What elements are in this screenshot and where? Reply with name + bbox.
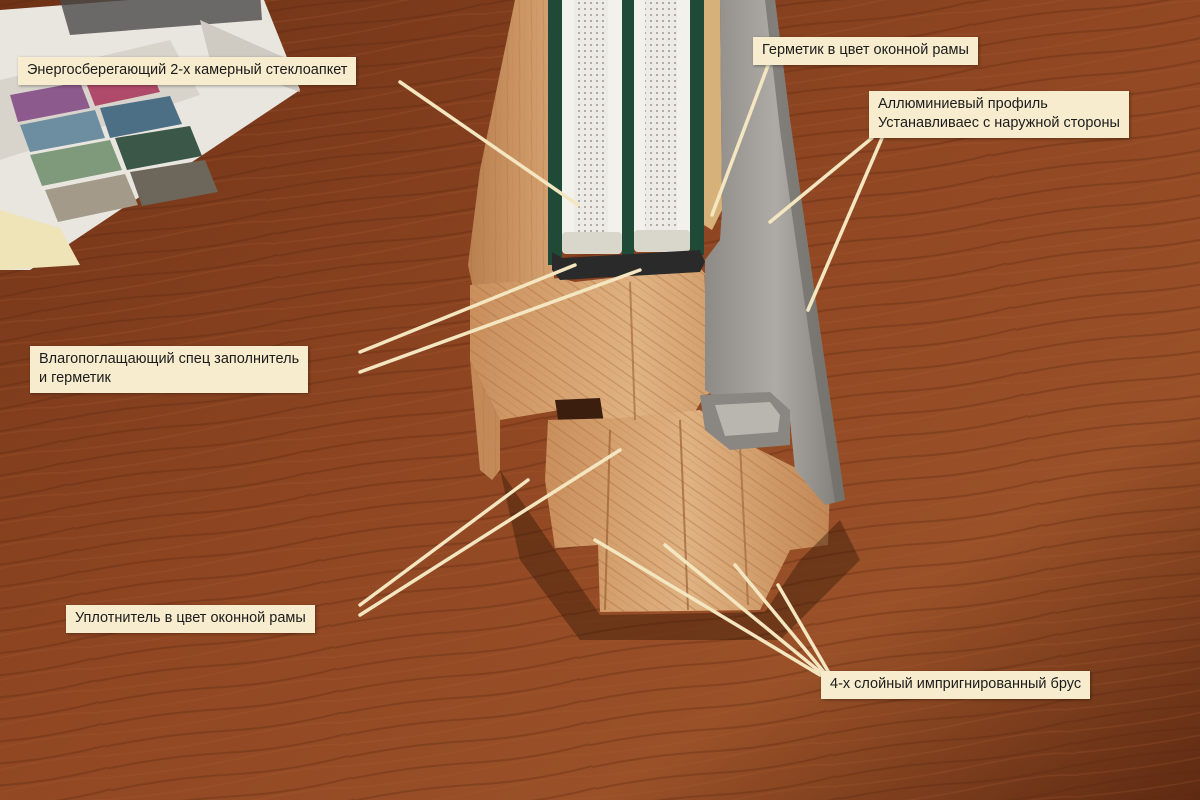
callout-glass-unit: Энергосберегающий 2-х камерный стеклоапк…	[18, 57, 357, 85]
callout-gasket-frame-color: Уплотнитель в цвет оконной рамы	[66, 605, 315, 633]
callout-absorbent-filler: Влагопоглащающий спец заполнитель и герм…	[30, 346, 309, 393]
callout-laminated-beam: 4-х слойный импригнированный брус	[821, 671, 1091, 699]
callout-aluminium-profile-line1: Аллюминиевый профиль	[878, 96, 1048, 112]
frame-color-sealant	[704, 0, 722, 230]
callout-sealant-frame-color: Герметик в цвет оконной рамы	[753, 37, 978, 65]
glass-unit	[548, 0, 705, 280]
callout-aluminium-profile-line2: Устанавливаес с наружной стороны	[878, 115, 1120, 131]
callout-aluminium-profile: Аллюминиевый профиль Устанавливаес с нар…	[869, 91, 1129, 138]
callout-absorbent-filler-line1: Влагопоглащающий спец заполнитель	[39, 351, 300, 367]
callout-absorbent-filler-line2: и герметик	[39, 370, 111, 386]
callout-sealant-frame-color-text: Герметик в цвет оконной рамы	[762, 42, 969, 58]
callout-gasket-frame-color-text: Уплотнитель в цвет оконной рамы	[75, 610, 306, 626]
callout-glass-unit-text: Энергосберегающий 2-х камерный стеклоапк…	[27, 62, 348, 78]
aluminium-profile	[700, 0, 845, 505]
callout-laminated-beam-text: 4-х слойный импригнированный брус	[830, 676, 1082, 692]
